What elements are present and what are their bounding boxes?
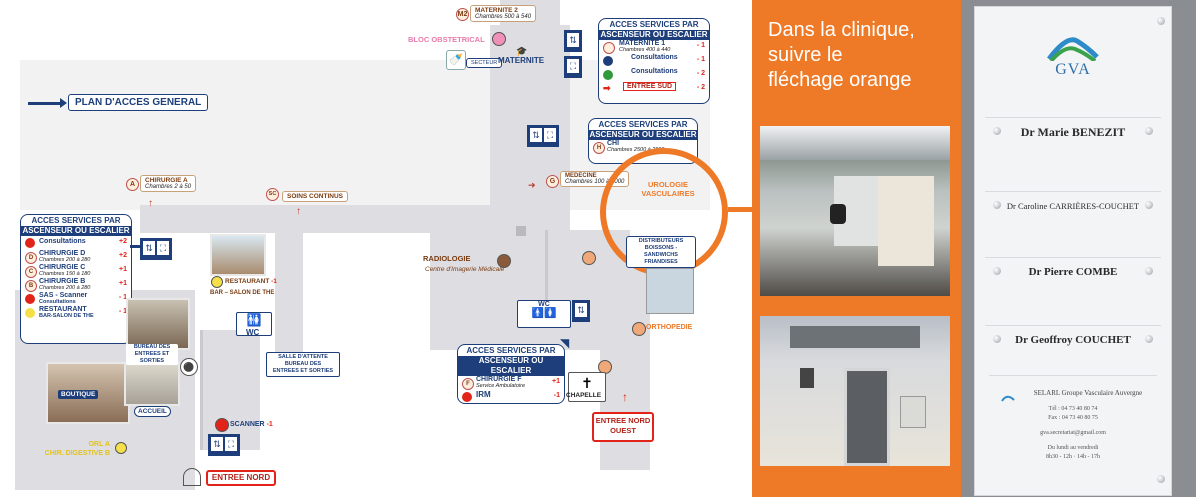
wc-icon: 🚻	[236, 312, 272, 336]
orange-instructions: Dans la clinique, suivre le fléchage ora…	[768, 19, 915, 91]
radiologie-pin	[497, 254, 511, 268]
graduation-cap-icon: 🎓	[516, 46, 528, 56]
cross-icon: ✝	[568, 372, 606, 402]
maternite2-label[interactable]: MATERNITE 2 Chambres 500 à 540	[470, 5, 537, 22]
up-arrow-icon: ↑	[148, 198, 153, 209]
orl-label[interactable]: ORL A CHIR. DIGESTIVE B	[44, 441, 110, 457]
services-row[interactable]: IRM-1	[458, 390, 564, 403]
orl-pin	[115, 442, 127, 454]
services-row[interactable]: Consultations- 2	[599, 68, 709, 82]
info-desk-icon: ⚫	[180, 358, 198, 376]
elevator-icon: ⇅⛶	[527, 125, 559, 147]
secteur-label: SECTEUR	[466, 58, 503, 68]
soins-continus-label[interactable]: SOINS CONTINUS	[282, 191, 348, 202]
map-title: PLAN D'ACCES GENERAL	[68, 94, 209, 111]
soins-continus-marker: SC	[266, 188, 279, 201]
restaurant-photo	[210, 234, 266, 276]
maternite-label[interactable]: MATERNITE	[498, 56, 545, 65]
boutique-label[interactable]: BOUTIQUE	[58, 390, 99, 399]
gva-logo-text: GVA	[1055, 61, 1091, 78]
services-box-left: ACCES SERVICES PAR ASCENSEUR OU ESCALIER…	[20, 214, 132, 344]
legend-arrow-icon	[28, 102, 64, 105]
services-row[interactable]: ➡ENTREE SUD- 2	[603, 82, 705, 93]
bloc-obstetrical-label[interactable]: BLOC OBSTETRICAL	[408, 35, 485, 44]
covered-walkway-photo	[760, 126, 950, 296]
doctor-name: Dr Marie BENEZIT	[985, 117, 1161, 146]
maternite2-marker: M2	[456, 8, 469, 21]
orange-panel: Dans la clinique, suivre le fléchage ora…	[752, 0, 961, 497]
wc-label[interactable]: WC	[246, 328, 260, 337]
elevator-stairs-icon: ⇅⛶	[140, 238, 172, 260]
floor-plan-map: PLAN D'ACCES GENERAL M2 MATERNITE 2 Cham…	[15, 0, 752, 490]
services-row[interactable]: Consultations- 1	[599, 54, 709, 68]
chapelle-label[interactable]: CHAPELLE	[566, 392, 602, 399]
scanner-label[interactable]: SCANNER -1	[230, 421, 273, 428]
chirurgie-a-label[interactable]: CHIRURGIE A Chambres 2 à 50	[140, 175, 197, 192]
stairs-icon: ⛶	[564, 56, 582, 78]
door-icon	[183, 468, 201, 486]
entree-nord-label[interactable]: ENTREE NORD	[206, 470, 276, 486]
doctors-plaque: GVA Dr Marie BENEZIT Dr Caroline CARRIÈR…	[974, 6, 1172, 496]
doctor-name: Dr Pierre COMBE	[985, 257, 1161, 286]
elevator-stairs-icon: ⇅	[572, 300, 590, 322]
up-arrow-icon: ↑	[296, 206, 301, 217]
gva-logo-icon	[1047, 31, 1099, 63]
elevator-stairs-icon: ⇅⛶	[208, 434, 240, 456]
orthopedie-label[interactable]: ORTHOPEDIE	[646, 324, 693, 331]
toilets-icon: 🚹🚺	[531, 308, 557, 319]
salle-attente-label[interactable]: SALLE D'ATTENTE BUREAU DES ENTREES ET SO…	[266, 352, 340, 377]
accueil-label[interactable]: ACCUEIL	[134, 406, 171, 417]
right-arrow-icon: ➜	[528, 180, 536, 190]
gva-small-logo-icon	[1001, 389, 1015, 402]
up-arrow-icon: ↑	[622, 390, 628, 404]
entrance-door-photo	[760, 316, 950, 466]
scanner-pin	[215, 418, 229, 432]
doctor-name: Dr Geoffroy COUCHET	[985, 325, 1161, 354]
radiologie-label[interactable]: RADIOLOGIE	[423, 254, 471, 263]
services-box-bottom: ACCES SERVICES PAR ASCENSEUR OU ESCALIER…	[457, 344, 565, 404]
medecine-marker: G	[546, 175, 559, 188]
plaque-footer-title: SELARL Groupe Vasculaire Auvergne	[1033, 389, 1143, 397]
doctor-name: Dr Caroline CARRIÈRES-COUCHET	[985, 191, 1161, 220]
services-row[interactable]: Consultations+2	[21, 236, 131, 250]
elevator-stairs-icon: ⇅	[564, 30, 582, 52]
highlight-connector	[728, 207, 752, 212]
pointer-arrow-icon: ◥	[560, 336, 570, 350]
radiologie-sub: Centre d'Imagerie Médicale	[425, 266, 505, 273]
restaurant-label[interactable]: RESTAURANT -1	[225, 278, 277, 285]
urologie-label[interactable]: UROLOGIE VASCULAIRES	[641, 180, 695, 198]
vending-machine-photo	[646, 268, 694, 314]
baby-bottle-icon: 🍼	[446, 50, 466, 70]
plaque-contact: Tél : 04 73 40 80 74 Fax : 04 73 40 80 7…	[1040, 406, 1106, 460]
orthopedie-pin	[632, 322, 646, 336]
services-box-top: ACCES SERVICES PAR ASCENSEUR OU ESCALIER…	[598, 18, 710, 104]
bureau-photo	[126, 298, 190, 350]
bloc-obstetrical-pin	[492, 32, 506, 46]
orange-pin	[582, 251, 596, 265]
distributeurs-label[interactable]: DISTRIBUTEURS BOISSONS - SANDWICHS FRIAN…	[626, 236, 696, 268]
restaurant-sub: BAR – SALON DE THE	[210, 290, 275, 296]
wc-right-box: WC 🚹🚺	[517, 300, 571, 328]
chirurgie-a-marker: A	[126, 178, 139, 191]
bureau-entrees-label[interactable]: BUREAU DES ENTREES ET SORTIES	[126, 344, 178, 365]
accueil-photo	[124, 362, 180, 406]
entree-nord-ouest-label[interactable]: ENTREE NORD OUEST	[592, 412, 654, 442]
restaurant-pin	[211, 276, 223, 288]
